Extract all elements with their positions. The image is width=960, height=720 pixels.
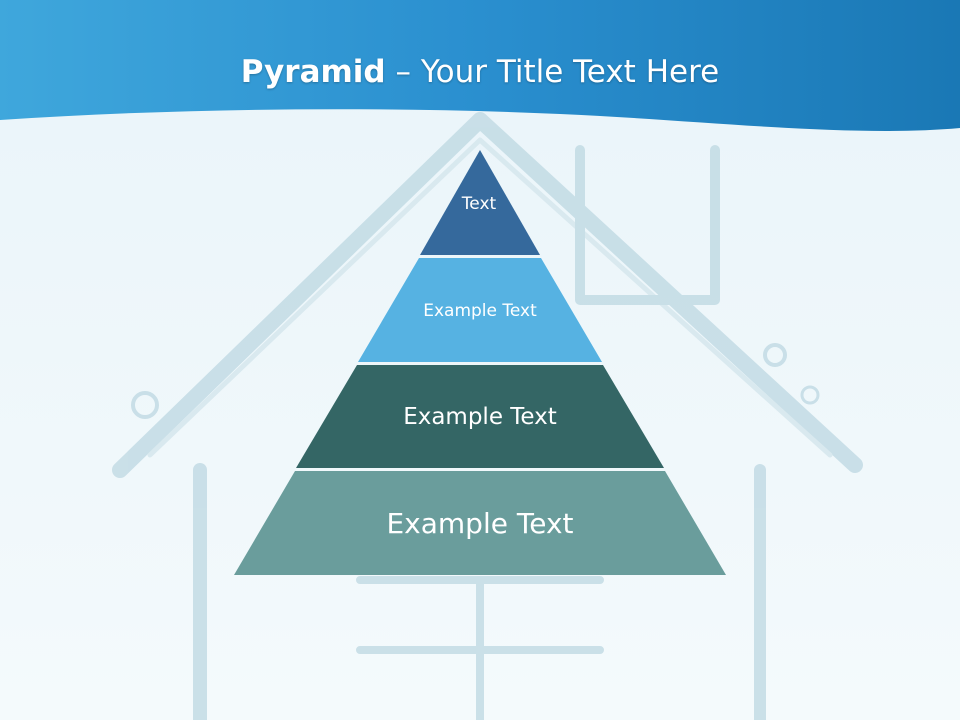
- pyramid-tier-1-shape: [420, 150, 540, 255]
- pyramid-tier-2: Example Text: [358, 258, 602, 362]
- title-banner: [0, 0, 960, 131]
- pyramid-tier-2-label: Example Text: [423, 301, 537, 321]
- water-house-decoration: [112, 112, 863, 720]
- slide-title: Pyramid – Your Title Text Here: [0, 52, 960, 92]
- title-rest: – Your Title Text Here: [385, 54, 720, 90]
- pyramid-tier-4-shape: [234, 471, 726, 575]
- pyramid-tier-1: Text: [420, 150, 540, 255]
- title-bold: Pyramid: [240, 54, 386, 90]
- pyramid-tier-4-label: Example Text: [386, 507, 573, 540]
- pyramid-tier-3: Example Text: [296, 365, 664, 468]
- pyramid-tier-4: Example Text: [234, 471, 726, 575]
- pyramid-tier-3-shape: [296, 365, 664, 468]
- pyramid-tier-3-label: Example Text: [403, 404, 557, 430]
- pyramid-tier-1-label: Text: [461, 194, 497, 214]
- pyramid-tier-2-shape: [358, 258, 602, 362]
